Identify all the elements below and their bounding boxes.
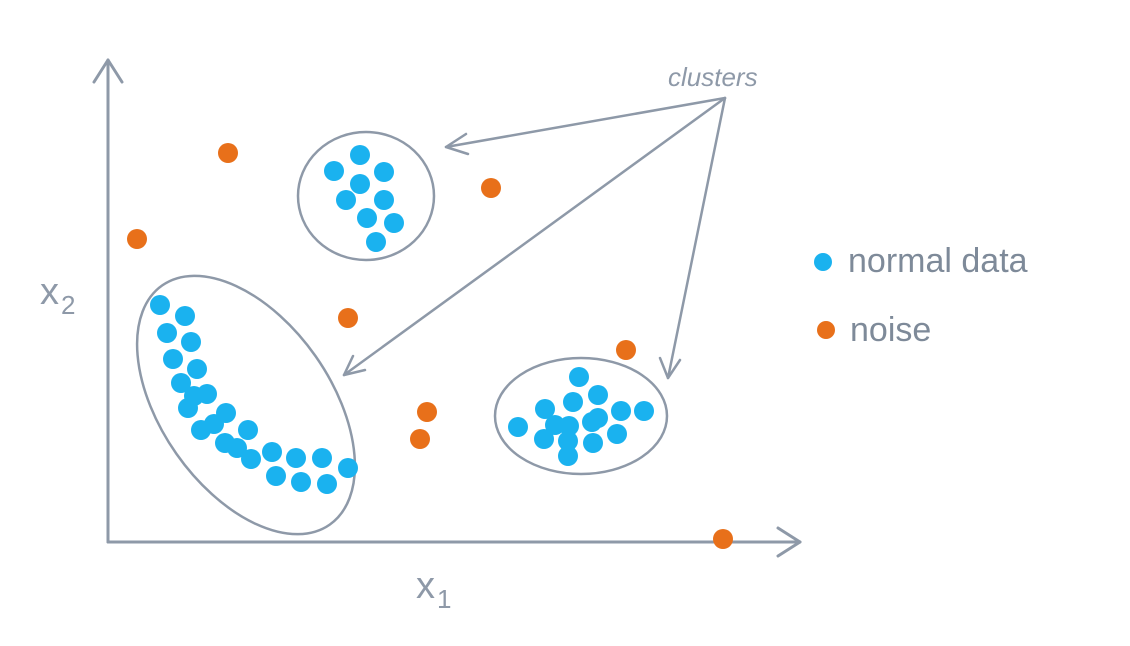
cluster-right-outline (493, 356, 669, 476)
x-axis-label: x1 (416, 565, 451, 614)
cluster-left-point-5 (163, 349, 183, 369)
noise-point-4 (338, 308, 358, 328)
y-axis-arrowhead (92, 58, 124, 84)
cluster-left-outline (135, 274, 357, 536)
noise-point-5 (616, 340, 636, 360)
cluster-left-point-12 (238, 420, 258, 440)
cluster-left-point-2 (175, 306, 195, 326)
legend-label-noise: noise (850, 311, 931, 349)
cluster-left-point-3 (157, 323, 177, 343)
cluster-left-point-15 (286, 448, 306, 468)
arrow-to-right-cluster (666, 96, 727, 380)
cluster-top-point-4 (350, 174, 370, 194)
cluster-top-point-6 (357, 208, 377, 228)
cluster-right-point-12 (534, 429, 554, 449)
cluster-right-point-1 (569, 367, 589, 387)
cluster-top-point-5 (374, 190, 394, 210)
cluster-top-point-9 (336, 190, 356, 210)
legend-marker-noise (817, 321, 835, 339)
y-axis-label: x2 (40, 271, 75, 320)
noise-point-2 (481, 178, 501, 198)
cluster-right-point-4 (563, 392, 583, 412)
noise-point-8 (713, 529, 733, 549)
legend: normal data noise (814, 242, 1028, 349)
cluster-outlines (135, 130, 669, 536)
cluster-right-point-2 (588, 385, 608, 405)
points-layer (127, 143, 733, 549)
arrow-to-right-cluster-head (658, 356, 682, 380)
cluster-left-point-6 (187, 359, 207, 379)
cluster-left-point-4 (181, 332, 201, 352)
x-axis-arrowhead (776, 526, 802, 558)
cluster-right-point-7 (634, 401, 654, 421)
cluster-left-point-1 (150, 295, 170, 315)
cluster-left-point-18 (338, 458, 358, 478)
cluster-right-point-6 (611, 401, 631, 421)
cluster-top-point-2 (324, 161, 344, 181)
cluster-left-point-14 (262, 442, 282, 462)
cluster-top-point-8 (366, 232, 386, 252)
cluster-top-point-7 (384, 213, 404, 233)
cluster-left-point-23 (204, 414, 224, 434)
cluster-left-point-22 (227, 438, 247, 458)
arrow-to-left-cluster (342, 96, 727, 377)
arrow-to-top-cluster (444, 96, 727, 149)
cluster-left-point-20 (291, 472, 311, 492)
cluster-right-point-10 (582, 412, 602, 432)
cluster-left-point-16 (312, 448, 332, 468)
cluster-arrows (342, 96, 727, 380)
cluster-left-point-17 (241, 449, 261, 469)
noise-point-1 (218, 143, 238, 163)
cluster-right-point-14 (583, 433, 603, 453)
cluster-top-outline (296, 130, 436, 262)
arrow-to-top-cluster-head (444, 132, 470, 156)
cluster-left-point-21 (317, 474, 337, 494)
cluster-right-point-8 (508, 417, 528, 437)
cluster-left-point-24 (184, 386, 204, 406)
cluster-top-point-3 (374, 162, 394, 182)
cluster-right-point-16 (545, 415, 565, 435)
noise-point-7 (410, 429, 430, 449)
cluster-left-point-7 (171, 373, 191, 393)
cluster-right-point-15 (558, 446, 578, 466)
cluster-right-point-11 (607, 424, 627, 444)
cluster-right-point-3 (535, 399, 555, 419)
clusters-annotation-label: clusters (668, 62, 758, 92)
legend-marker-normal-data (814, 253, 832, 271)
arrow-to-left-cluster-head (342, 354, 367, 377)
noise-point-6 (417, 402, 437, 422)
cluster-left-point-19 (266, 466, 286, 486)
cluster-right-point-13 (558, 431, 578, 451)
legend-label-normal-data: normal data (848, 242, 1028, 280)
noise-point-3 (127, 229, 147, 249)
axes (92, 58, 802, 558)
cluster-top-point-1 (350, 145, 370, 165)
